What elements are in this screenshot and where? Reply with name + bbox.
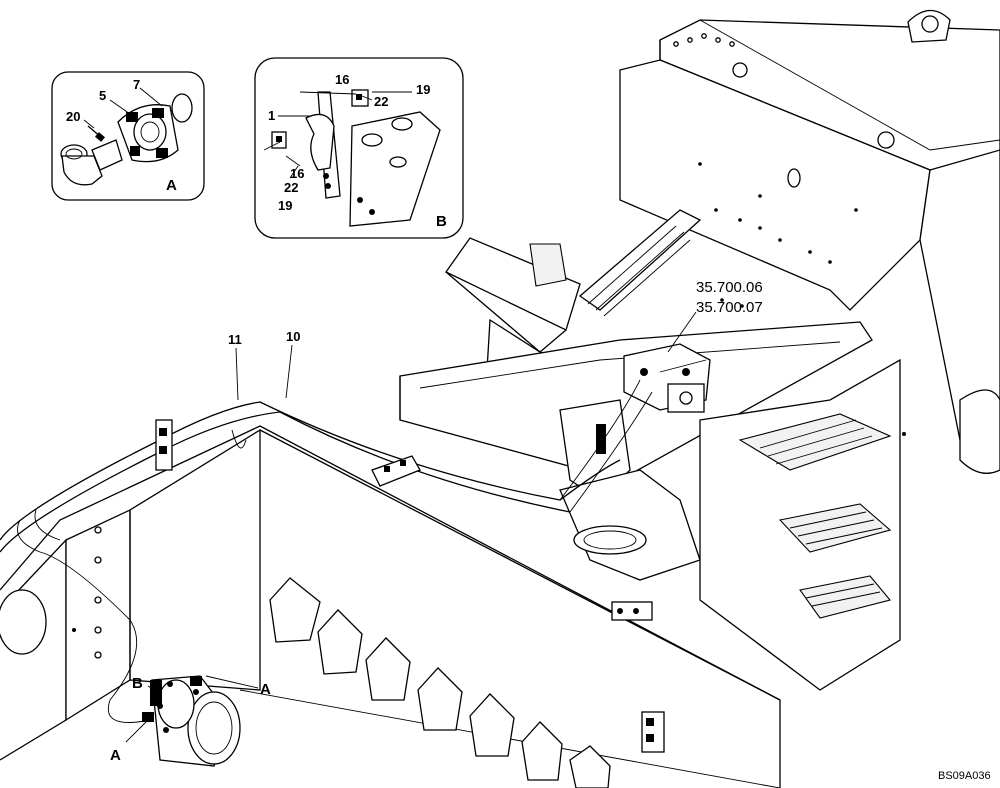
hose-clamp-center	[611, 601, 653, 621]
hose-clamp-left	[155, 419, 173, 471]
detail-b-inset: 16 19 22 1 16 22 19 B	[254, 57, 464, 239]
drawing-code: BS09A036	[938, 770, 991, 782]
detail-b-marker: B	[132, 675, 143, 692]
upper-frame-structure	[619, 9, 1000, 474]
callout-22-bottom: 22	[284, 180, 298, 195]
travel-motor-bolts	[157, 681, 199, 733]
callout-16-bottom: 16	[290, 166, 304, 181]
main-callouts: 11 10 35.700.06 35.700.07 B A A	[110, 279, 763, 764]
track-frame	[0, 425, 781, 788]
control-valve-block	[623, 343, 711, 413]
side-wall-holes	[698, 162, 858, 308]
stair-treads-upper	[759, 419, 873, 465]
ref-35-700-06: 35.700.06	[696, 279, 763, 296]
detail-a-inset: 20 5 7 A	[51, 71, 205, 201]
callout-19-bottom: 19	[278, 198, 292, 213]
frame-bore	[0, 589, 47, 655]
callout-19-top: 19	[416, 82, 430, 97]
detail-a-marker-left: A	[110, 747, 121, 764]
stair-assembly	[699, 358, 906, 691]
callout-1: 1	[268, 108, 275, 123]
hose-clamp-lower-right	[641, 711, 665, 753]
track-shoe-pads	[269, 577, 611, 788]
stair-treads-lower	[805, 583, 881, 607]
operator-platform	[399, 209, 873, 581]
frame-holes	[72, 526, 102, 659]
hose-clamp-mid	[371, 455, 421, 487]
detail-b-letter: B	[436, 213, 447, 230]
callout-11: 11	[228, 332, 242, 347]
elbow-fitting-icon	[60, 139, 123, 186]
callout-20: 20	[66, 109, 80, 124]
bolt-icon	[87, 125, 105, 142]
callout-10: 10	[286, 329, 300, 344]
callout-22-top: 22	[374, 94, 388, 109]
ref-35-700-07: 35.700.07	[696, 299, 763, 316]
callout-16-top: 16	[335, 72, 349, 87]
detail-a-marker-right: A	[260, 681, 271, 698]
stair-treads-middle	[789, 511, 883, 545]
housing-icon	[349, 111, 441, 227]
o-ring-icon	[171, 93, 193, 123]
flange-clamp-icon	[117, 104, 179, 163]
callout-5: 5	[99, 88, 106, 103]
tread-slots	[587, 225, 691, 317]
callout-7: 7	[133, 77, 140, 92]
hose-routing	[0, 379, 653, 723]
travel-motor	[142, 675, 241, 767]
detail-a-letter: A	[166, 177, 177, 194]
